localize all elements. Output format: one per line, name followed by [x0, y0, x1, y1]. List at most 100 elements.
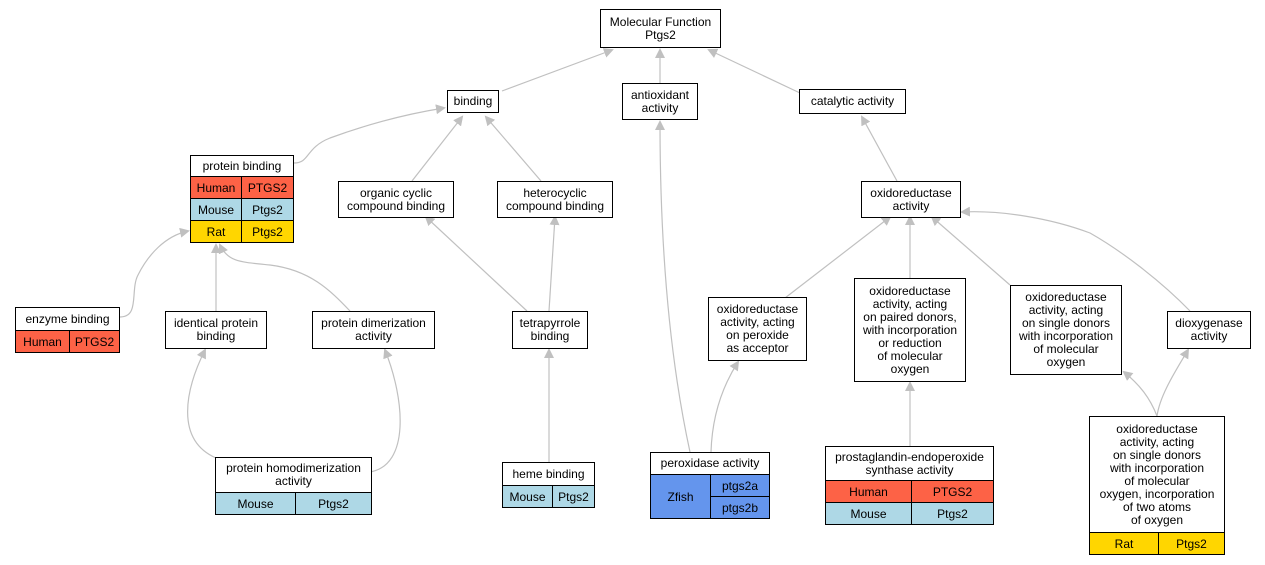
species-cell: Mouse: [850, 506, 887, 521]
node-label-line: synthase activity: [865, 462, 954, 477]
node-label-line: oxygen: [1046, 355, 1086, 369]
gene-cell: Ptgs2: [295, 493, 371, 514]
node-label-line: on single donors: [1021, 316, 1111, 330]
gene-cell: Ptgs2: [1158, 533, 1224, 554]
node-label-line: binding: [453, 94, 493, 108]
species-cell: Zfish: [651, 475, 711, 518]
edge-protein-binding-to-binding: [293, 104, 446, 164]
gene-cell: ptgs2b: [711, 496, 769, 518]
gene-row: Mouse Ptgs2: [216, 492, 371, 514]
node-label-line: of oxygen: [1130, 512, 1184, 527]
node-label-line: of molecular: [877, 348, 943, 363]
species-cell: Human: [849, 484, 888, 499]
node-label: heme binding: [503, 463, 594, 485]
node-label-line: dioxygenase: [1175, 316, 1243, 330]
node-label-line: Ptgs2: [645, 27, 676, 42]
node-label-line: oxidoreductase: [870, 185, 952, 200]
edge-single-to-oxidoreductase: [930, 215, 1011, 286]
gene-row: Rat Ptgs2: [191, 220, 293, 242]
node-label-line: binding: [196, 329, 236, 343]
node-label-line: activity: [1190, 329, 1228, 343]
edge-tetrapyrrole-to-organic-cyclic: [424, 215, 528, 312]
node-label-line: protein binding: [202, 158, 282, 173]
node-label-line: protein dimerization: [321, 316, 426, 330]
node-label-line: on paired donors,: [863, 309, 957, 324]
node-label-line: of two atoms: [1122, 499, 1192, 514]
node-label: binding: [448, 91, 498, 112]
node-binding[interactable]: binding: [447, 90, 499, 113]
node-label: protein binding: [191, 156, 293, 176]
node-label-line: compound binding: [505, 198, 605, 213]
node-label-line: catalytic activity: [810, 94, 895, 108]
node-catalytic-activity[interactable]: catalytic activity: [799, 89, 906, 114]
edge-heterocyclic-to-binding: [484, 115, 542, 182]
node-label-line: heme binding: [512, 466, 585, 481]
node-label-line: as acceptor: [726, 341, 789, 355]
edge-catalytic-to-mf: [707, 48, 801, 94]
edge-homodimerization-to-identical: [187, 348, 217, 459]
node-label-line: oxidoreductase: [1025, 290, 1107, 304]
node-label-line: tetrapyrrole: [519, 316, 581, 330]
edge-two-atoms-to-dioxygenase: [1156, 348, 1190, 417]
node-label-line: binding: [530, 329, 570, 343]
species-cell: Rat: [206, 224, 226, 239]
node-label-line: antioxidant: [630, 87, 690, 102]
edge-binding-to-mf: [501, 48, 614, 92]
node-label-line: identical protein: [173, 316, 259, 330]
node-label-line: on single donors: [1112, 447, 1202, 462]
node-label-line: peroxidase activity: [660, 456, 760, 470]
edge-two-atoms-to-single: [1122, 370, 1158, 417]
node-label-line: activity: [275, 474, 312, 488]
node-label-line: activity, acting: [872, 296, 948, 311]
gene-cell: Ptgs2: [552, 486, 594, 507]
gene-row: Rat Ptgs2: [1090, 532, 1224, 554]
node-label-line: with incorporation: [862, 322, 958, 337]
node-label: peroxidase activity: [651, 453, 769, 474]
node-label-line: activity, acting: [720, 315, 795, 329]
gene-cell: Ptgs2: [241, 221, 293, 242]
node-label-line: oxygen, incorporation: [1099, 486, 1215, 501]
species-cell: Rat: [1114, 536, 1134, 551]
node-label-line: activity: [355, 329, 392, 343]
gene-cell: PTGS2: [69, 331, 119, 352]
species-cell: Human: [23, 334, 62, 349]
node-label-line: of molecular: [1033, 342, 1099, 356]
species-cell: Mouse: [237, 496, 274, 511]
edge-homodimerization-to-dimerization: [369, 348, 401, 473]
gene-cell: Ptgs2: [241, 199, 293, 220]
